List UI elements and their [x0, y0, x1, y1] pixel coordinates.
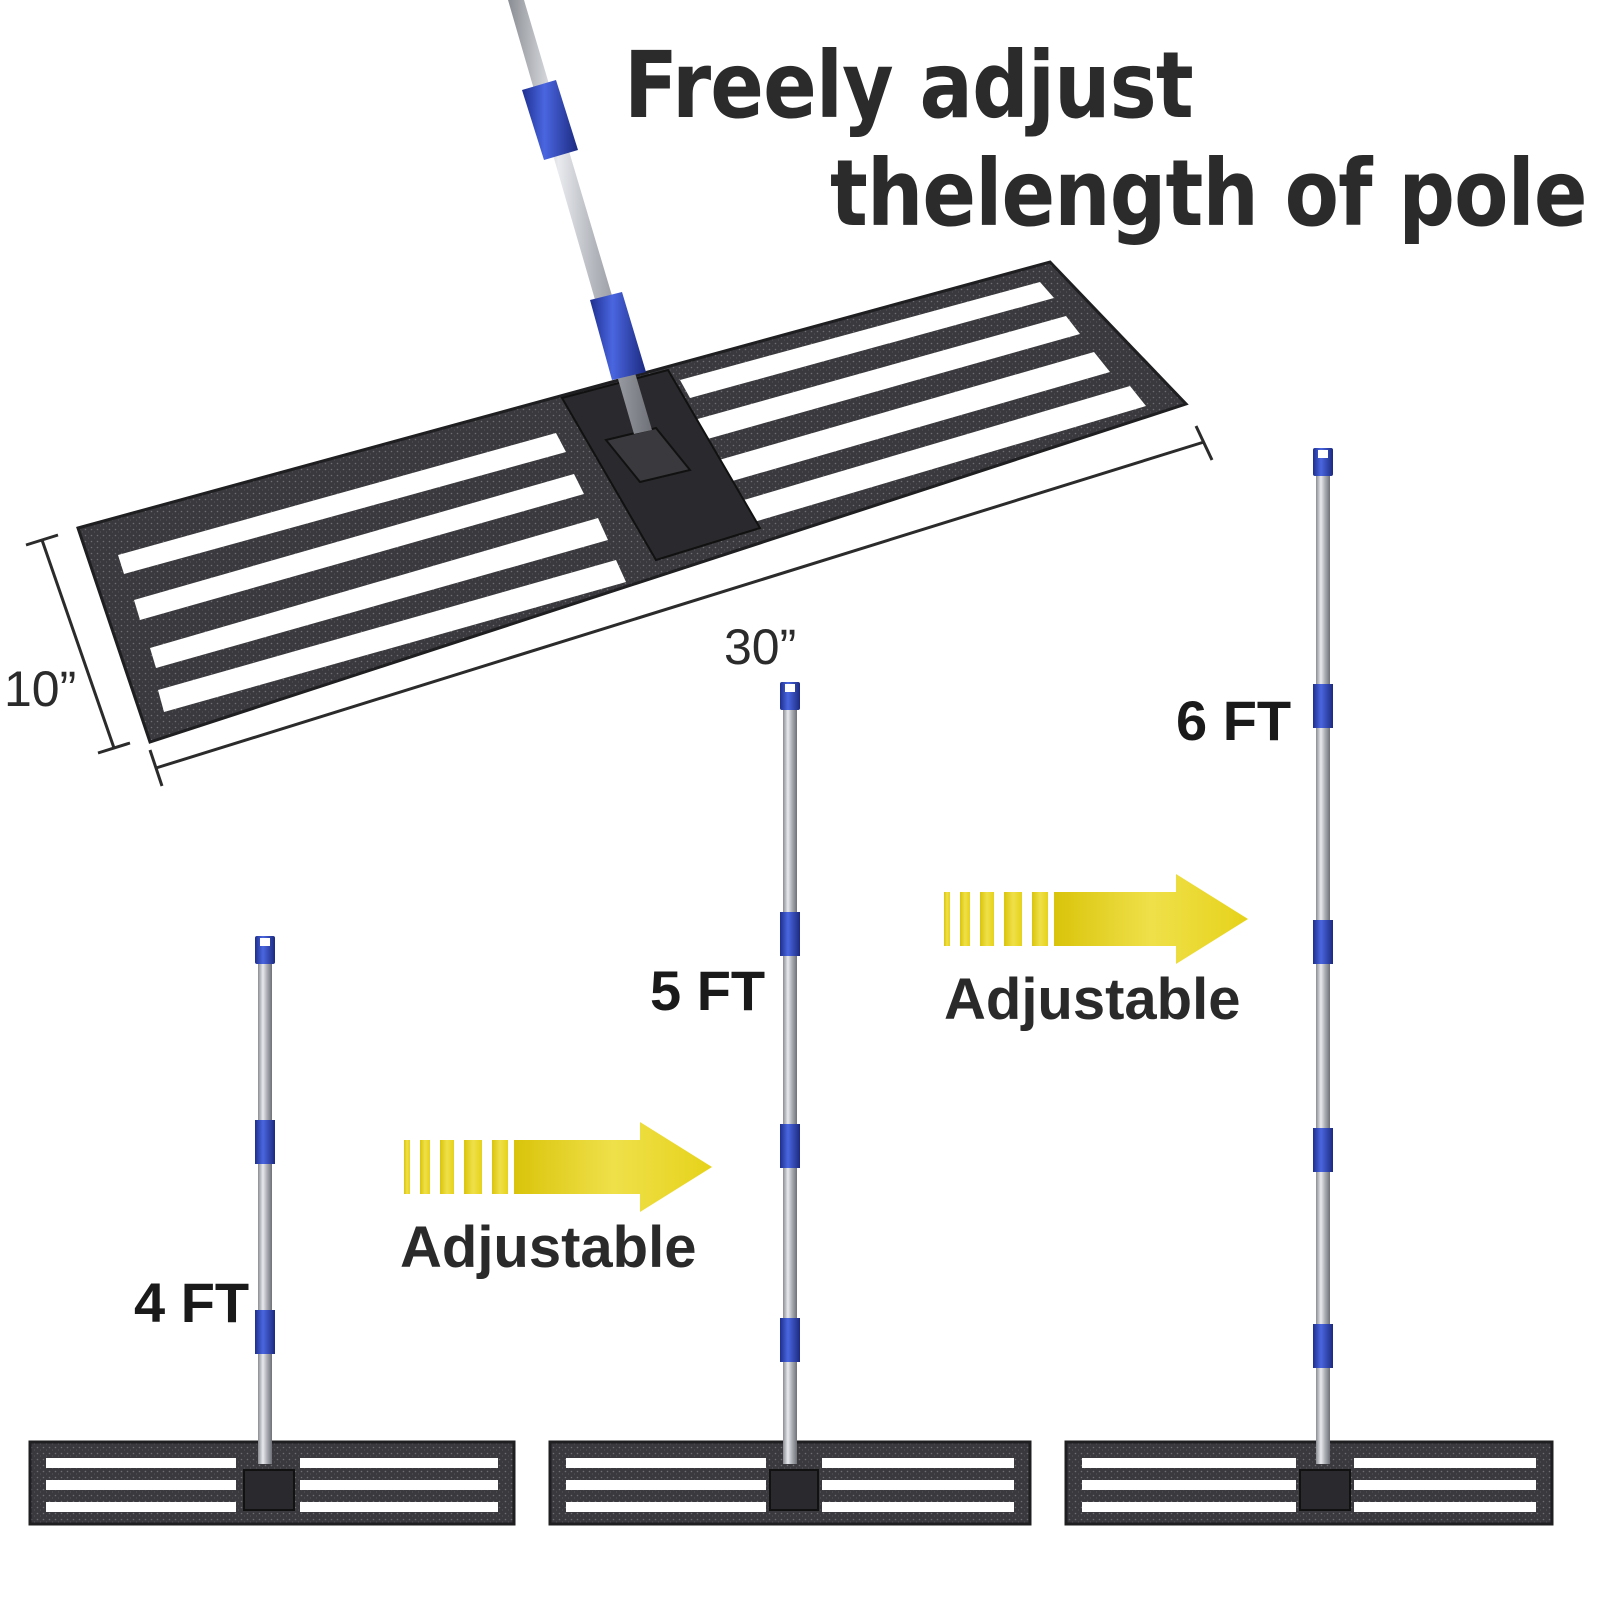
pole-4ft: [255, 936, 275, 1464]
angled-rake-head: [76, 260, 1189, 744]
headline-line-1: Freely adjust: [624, 32, 1194, 139]
dimension-length-label: 30”: [724, 619, 797, 675]
pole-5ft: [780, 682, 800, 1464]
adjustable-label-2: Adjustable: [944, 967, 1241, 1032]
height-label-6ft: 6 FT: [1176, 689, 1292, 752]
dimension-width-label: 10”: [4, 661, 77, 717]
height-label-4ft: 4 FT: [134, 1271, 250, 1334]
height-label-5ft: 5 FT: [650, 959, 766, 1022]
headline-line-2: thelength of pole: [830, 140, 1588, 247]
arrow-icon: [404, 1122, 712, 1212]
adjustable-label-1: Adjustable: [400, 1215, 697, 1280]
dimension-lines: [25, 425, 1214, 787]
arrow-icon: [944, 874, 1248, 964]
pole-6ft: [1313, 448, 1333, 1464]
angled-pole: [508, 0, 652, 434]
rake-head-6ft: [1064, 1440, 1554, 1526]
